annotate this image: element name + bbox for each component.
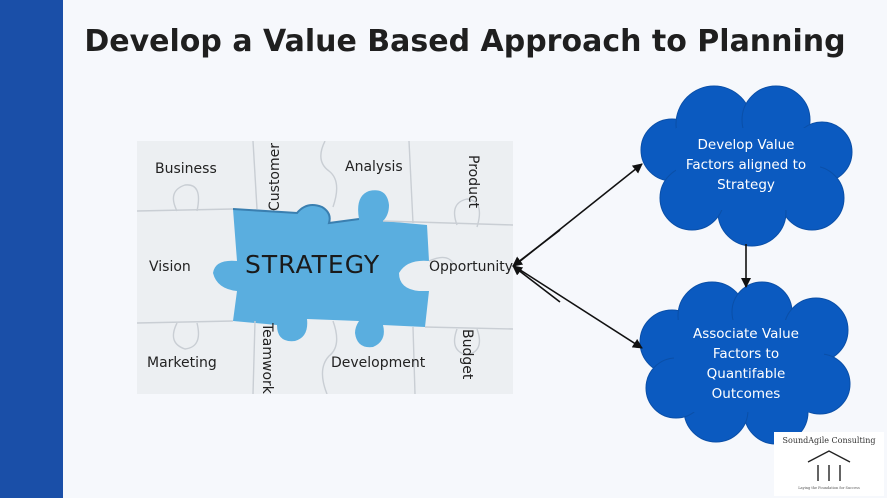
company-logo: SoundAgile Consulting Laying the Foundat…: [774, 432, 884, 496]
puzzle-word-marketing: Marketing: [147, 355, 217, 371]
cloud-text-line: Factors aligned to: [685, 157, 807, 173]
arrow-to-cloud-develop: [513, 163, 643, 267]
cloud-text-line: Develop Value: [697, 137, 795, 153]
puzzle-word-opportunity: Opportunity: [429, 259, 513, 275]
logo-tagline: Laying the Foundation for Success: [798, 486, 860, 490]
arrow-to-cloud-associate: [513, 265, 643, 349]
cloud-text-line: Outcomes: [711, 386, 781, 402]
puzzle-blue-gap: [213, 190, 429, 348]
puzzle-word-customer: Customer: [267, 143, 283, 211]
slide-side-bar: [0, 0, 63, 498]
puzzle-word-business: Business: [155, 161, 217, 177]
slide-title: Develop a Value Based Approach to Planni…: [84, 24, 846, 59]
cloud-text-line: Strategy: [717, 177, 775, 193]
cloud-text-line: Quantifable: [706, 366, 786, 382]
logo-name: SoundAgile Consulting: [782, 436, 876, 445]
puzzle-word-teamwork: Teamwork: [259, 322, 275, 394]
logo-building-icon: [807, 450, 851, 481]
arrow-back-to-puzzle-lower: [512, 265, 561, 303]
cloud-text-line: Associate Value: [693, 326, 799, 342]
cloud-text-develop: Develop Value Factors aligned to Strateg…: [662, 135, 830, 195]
puzzle-center-label: STRATEGY: [245, 250, 380, 279]
cloud-text-line: Factors to: [712, 346, 780, 362]
puzzle-word-analysis: Analysis: [345, 159, 403, 175]
cloud-text-associate: Associate Value Factors to Quantifable O…: [662, 324, 830, 404]
arrow-back-to-puzzle: [512, 229, 561, 267]
puzzle-word-vision: Vision: [149, 259, 191, 275]
puzzle-word-product: Product: [465, 155, 481, 209]
strategy-puzzle-image: Business Customer Analysis Product Visio…: [137, 141, 513, 394]
puzzle-word-development: Development: [331, 355, 426, 371]
puzzle-word-budget: Budget: [459, 329, 475, 380]
